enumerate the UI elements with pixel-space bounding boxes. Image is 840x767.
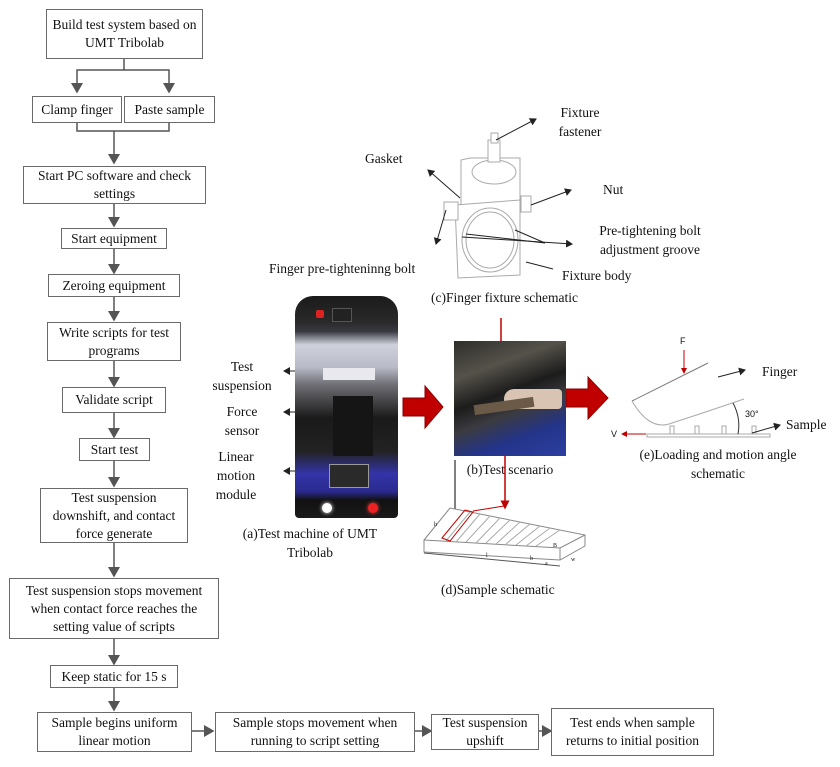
step-text: Validate script — [75, 392, 153, 407]
label-test-suspension: Test suspension — [212, 357, 272, 395]
step-test-ends: Test ends when sample returns to initial… — [551, 708, 714, 756]
label-text: Test suspension — [212, 359, 272, 393]
sample-schematic-drawing — [423, 505, 586, 567]
linear-motion-module-part — [329, 464, 369, 488]
step-text: Test suspension stops movement when cont… — [25, 582, 203, 634]
step-text: Start equipment — [71, 230, 157, 246]
step-downshift: Test suspension downshift, and contact f… — [40, 488, 188, 543]
test-machine-photo — [295, 296, 398, 518]
loading-schematic-drawing — [621, 350, 781, 438]
pointer-nut — [530, 188, 572, 206]
label-pre-tightening-groove: Pre-tightening bolt adjustment groove — [599, 223, 701, 257]
step-start-equipment: Start equipment — [61, 228, 167, 249]
step-text: Sample stops movement when running to sc… — [232, 715, 398, 748]
step-text: Sample begins uniform linear motion — [51, 715, 178, 748]
dim-h: h — [434, 522, 437, 528]
label-nut: Nut — [603, 182, 624, 197]
caption-e: (e)Loading and motion angle schematic — [639, 447, 797, 481]
step-start-pc-software: Start PC software and check settings — [23, 166, 206, 204]
step-text: Start test — [90, 441, 139, 457]
caption-a: (a)Test machine of UMT Tribolab — [242, 526, 378, 560]
step-text: Start PC software and check settings — [38, 168, 191, 201]
caption-d: (d)Sample schematic — [441, 582, 555, 597]
fixture-drawing — [443, 132, 532, 279]
step-write-scripts: Write scripts for test programs — [47, 322, 181, 361]
step-text: Zeroing equipment — [62, 277, 166, 293]
caption-c: (c)Finger fixture schematic — [431, 290, 578, 305]
pointer-bolt — [433, 209, 447, 245]
red-light-icon — [368, 503, 378, 513]
dim-l: l — [486, 553, 488, 559]
indicator-light-icon — [316, 310, 324, 318]
dim-B: B — [553, 543, 558, 549]
dim-a: a — [545, 561, 548, 567]
step-validate-script: Validate script — [62, 387, 166, 413]
pointer-groove — [461, 236, 573, 248]
dim-w: w — [571, 557, 576, 563]
caption-b: (b)Test scenario — [466, 462, 554, 477]
step-start-test: Start test — [79, 438, 150, 461]
display-panel — [332, 308, 352, 322]
label-fixture-fastener: Fixture fastener — [558, 105, 602, 139]
test-scenario-photo — [454, 341, 566, 456]
step-build-system: Build test system based on UMT Tribolab — [46, 9, 203, 59]
label-finger: Finger — [762, 364, 798, 379]
red-arrow-a-to-b — [402, 384, 444, 430]
label-gasket: Gasket — [365, 151, 403, 166]
white-light-icon — [322, 503, 332, 513]
step-text: Clamp finger — [41, 101, 113, 117]
force-sensor-part — [333, 396, 373, 456]
step-text: Write scripts for test programs — [58, 324, 170, 358]
step-text: Test suspension upshift — [442, 715, 528, 748]
step-sample-stops: Sample stops movement when running to sc… — [215, 712, 415, 752]
step-text: Test suspension downshift, and contact f… — [52, 489, 176, 541]
step-text: Paste sample — [134, 101, 205, 117]
test-suspension-part — [323, 368, 375, 380]
pointer-fastener — [495, 118, 537, 141]
label-force-F: F — [680, 336, 686, 346]
red-arrow-b-to-e — [565, 375, 609, 421]
step-uniform-motion: Sample begins uniform linear motion — [37, 712, 192, 752]
step-text: Test ends when sample returns to initial… — [565, 715, 700, 748]
step-upshift: Test suspension upshift — [431, 714, 539, 750]
label-velocity-V: V — [611, 429, 618, 439]
label-sample: Sample — [786, 417, 827, 432]
step-text: Build test system based on UMT Tribolab — [52, 17, 197, 50]
step-keep-static: Keep static for 15 s — [50, 665, 178, 688]
label-fixture-body: Fixture body — [562, 268, 632, 283]
pointer-body — [525, 261, 554, 270]
pointer-gasket — [427, 169, 461, 199]
label-angle: 30° — [745, 409, 759, 419]
label-linear-motion-module: Linear motion module — [215, 449, 257, 502]
label-force-sensor: Force sensor — [224, 404, 260, 438]
label-finger-bolt: Finger pre-tighteninng bolt — [269, 261, 416, 276]
step-text: Keep static for 15 s — [61, 668, 167, 684]
step-zeroing-equipment: Zeroing equipment — [48, 274, 180, 297]
step-suspension-stops: Test suspension stops movement when cont… — [9, 578, 219, 639]
step-paste-sample: Paste sample — [124, 96, 215, 123]
step-clamp-finger: Clamp finger — [32, 96, 122, 123]
dim-b: b — [530, 556, 533, 562]
